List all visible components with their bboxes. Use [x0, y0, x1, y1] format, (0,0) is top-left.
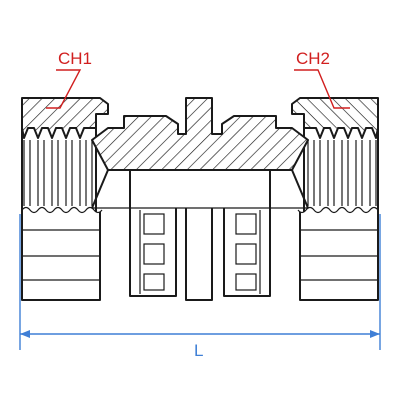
center-body-section-hatch: [91, 97, 309, 171]
ch1-label: CH1: [58, 49, 92, 68]
length-arrow-left: [20, 330, 30, 338]
ch2-leader: [294, 69, 350, 109]
right-nut-thread-profile: [303, 128, 379, 212]
center-body: [91, 97, 309, 301]
left-nut-thread-lines: [23, 140, 93, 206]
left-nut: [21, 97, 109, 301]
right-nut-break-line: [297, 206, 379, 214]
ch2-label: CH2: [296, 49, 330, 68]
length-arrow-right: [370, 330, 380, 338]
ch1-leader: [46, 69, 82, 109]
center-hex-lower: [185, 208, 213, 301]
left-nut-thread-profile: [21, 128, 97, 212]
left-nut-break-line: [21, 206, 103, 214]
left-sleeve-detail: [139, 210, 165, 294]
length-dimension: L: [19, 214, 381, 360]
center-body-lower-outline: [129, 208, 271, 297]
left-nut-section-hatch: [21, 97, 109, 139]
length-label: L: [194, 341, 203, 360]
chamfer-callouts: CH1 CH2: [46, 49, 350, 109]
center-body-bore: [91, 169, 309, 209]
right-sleeve-detail: [235, 210, 261, 294]
right-nut-section-hatch: [291, 97, 379, 139]
right-nut: [291, 97, 379, 301]
right-nut-thread-lines: [307, 140, 377, 206]
